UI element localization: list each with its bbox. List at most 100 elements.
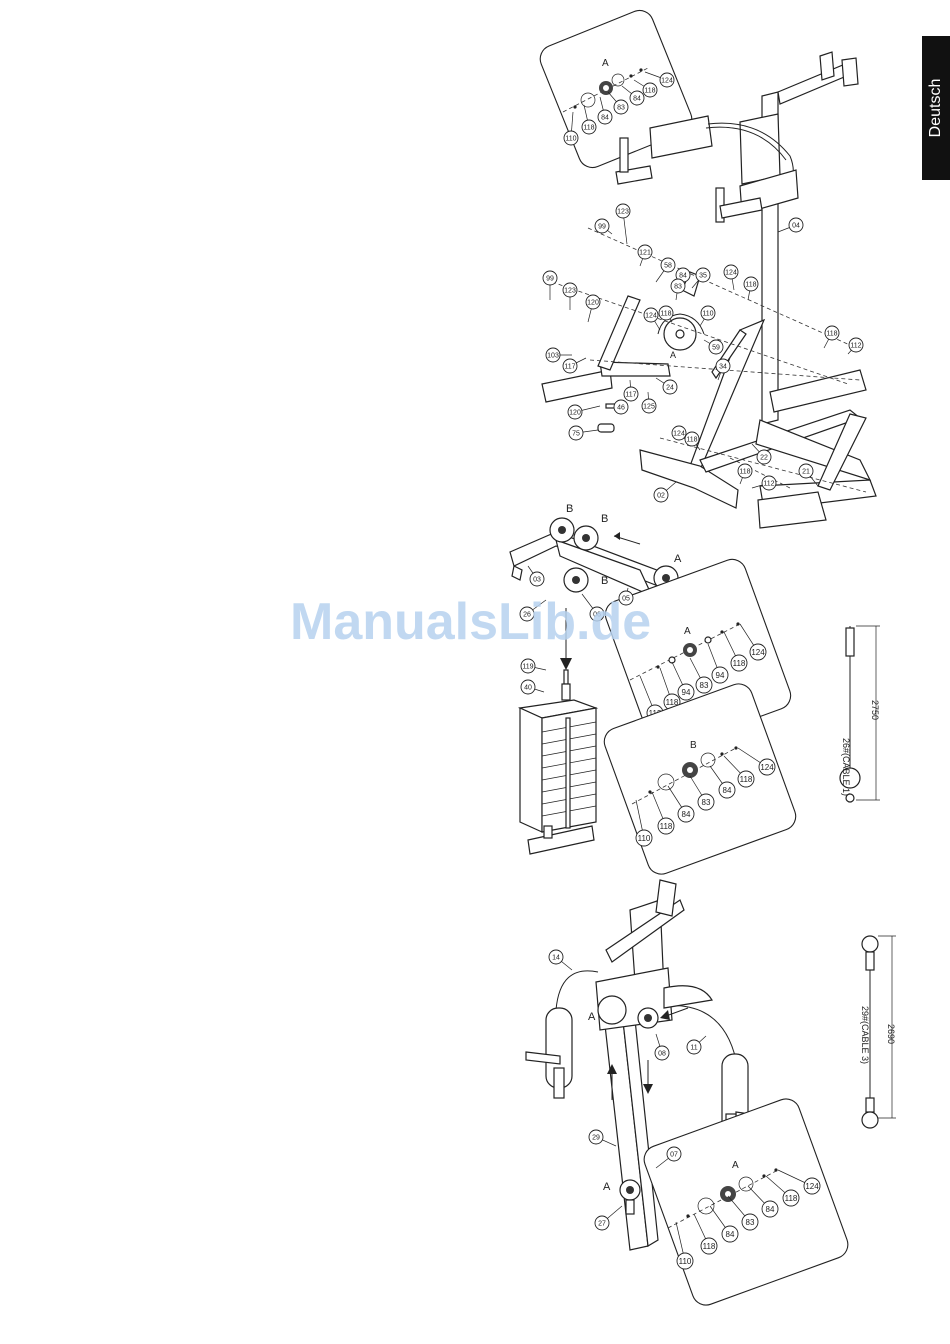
part-number: 84 [633, 96, 641, 103]
callout-circle [589, 606, 605, 622]
callout-circle [718, 781, 736, 799]
callout-circle [743, 276, 759, 292]
pulley-letter: A [588, 1011, 596, 1023]
part-number: 118 [739, 469, 750, 476]
part-number: 22 [760, 455, 768, 462]
part-number: 124 [751, 648, 765, 657]
part-number: 08 [658, 1051, 666, 1058]
callout-circle [567, 404, 583, 420]
cable-and-weights [517, 608, 599, 855]
part-number: 29 [592, 1135, 600, 1142]
callout-circle [723, 264, 739, 280]
part-number: 119 [522, 664, 533, 671]
callout-circle [594, 218, 610, 234]
callout-circle [670, 278, 686, 294]
cable-3-length: 2690 [886, 1024, 896, 1044]
part-number: 118 [686, 437, 697, 444]
callout-circle [660, 257, 676, 273]
part-number: 27 [598, 1221, 606, 1228]
part-number: 110 [702, 311, 713, 318]
callout-circle [637, 244, 653, 260]
callout-circle [848, 337, 864, 353]
callout-circle [711, 666, 729, 684]
callout-circle [824, 325, 840, 341]
part-number: 123 [617, 209, 629, 216]
callout-circle [594, 1215, 610, 1231]
part-number: 83 [674, 284, 682, 291]
part-number: 118 [826, 331, 837, 338]
cable-3-drawing: 29#(CABLE 3) 2690 [860, 935, 896, 1129]
callout-circle [568, 425, 584, 441]
language-tab: Deutsch [922, 36, 950, 180]
tower-frame [615, 51, 859, 425]
upper-arm-frame [509, 517, 692, 599]
callout-circle [715, 358, 731, 374]
callout-circle [548, 949, 564, 965]
part-number: 84 [682, 810, 691, 819]
part-number: 124 [673, 431, 685, 438]
part-number: 124 [645, 313, 657, 320]
part-number: 84 [723, 786, 732, 795]
part-number: 06 [593, 612, 601, 619]
part-number: 84 [726, 1230, 735, 1239]
part-number: 84 [601, 115, 609, 122]
part-number: 40 [524, 685, 532, 692]
part-number: 83 [746, 1218, 755, 1227]
part-number: 99 [546, 276, 554, 283]
part-number: 07 [670, 1152, 678, 1159]
callout-circle [658, 305, 674, 321]
callout-circle [654, 1045, 670, 1061]
callout-circle [708, 339, 724, 355]
part-number: 94 [716, 671, 725, 680]
part-number: 11 [690, 1045, 697, 1052]
callout-circle [677, 805, 695, 823]
part-number: 84 [766, 1205, 775, 1214]
part-number: 94 [682, 688, 691, 697]
cable-1-length: 2750 [870, 700, 880, 720]
callout-circle [676, 1252, 694, 1270]
inset-letter-b: B [690, 740, 697, 751]
part-number: 112 [763, 481, 774, 488]
part-number: 84 [679, 273, 687, 280]
callout-circle [684, 431, 700, 447]
inset-letter-a: A [684, 626, 691, 637]
part-number: 121 [639, 250, 651, 257]
part-number: 118 [740, 775, 753, 784]
part-number: 124 [661, 78, 673, 85]
callout-circle [782, 1189, 800, 1207]
inset-letter-a-3: A [732, 1160, 739, 1171]
callout-circle [562, 282, 578, 298]
part-number: 117 [564, 364, 575, 371]
callout-circle [662, 379, 678, 395]
callout-circle [519, 606, 535, 622]
callout-circle [597, 109, 613, 125]
part-number: 83 [617, 105, 625, 112]
part-number: 118 [666, 698, 679, 707]
callout-circle [737, 770, 755, 788]
part-number: 118 [745, 282, 756, 289]
callout-circle [641, 398, 657, 414]
part-number: 112 [850, 343, 861, 350]
callout-circle [659, 72, 675, 88]
inset-letter: A [602, 58, 609, 69]
part-number: 118 [785, 1194, 798, 1203]
part-number: 103 [547, 353, 559, 360]
part-number: 35 [699, 273, 707, 280]
callout-circle [677, 683, 695, 701]
callout-circle [545, 347, 561, 363]
callout-circle [756, 449, 772, 465]
part-number: 125 [643, 404, 655, 411]
part-number: 26 [523, 612, 531, 619]
part-number: 118 [644, 88, 655, 95]
callout-circle [695, 676, 713, 694]
part-number: 05 [622, 596, 630, 603]
part-number: 21 [802, 469, 810, 476]
